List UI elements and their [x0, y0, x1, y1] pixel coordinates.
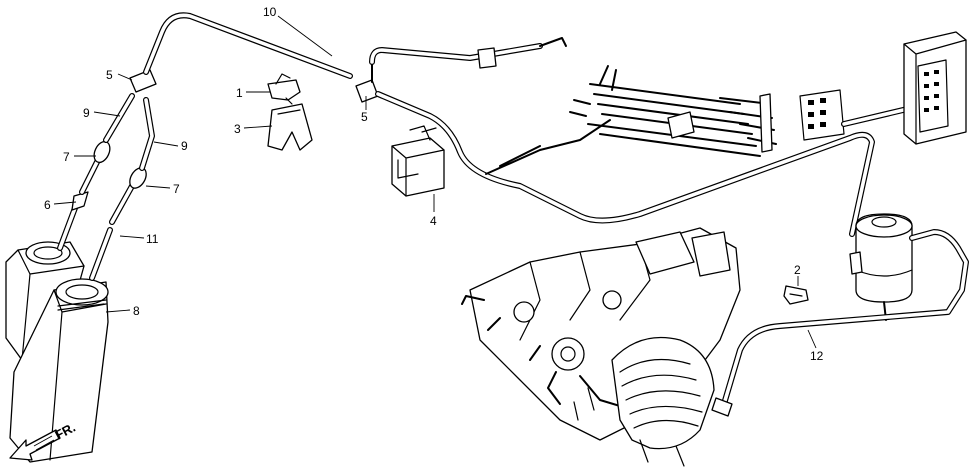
- callout-3: 3: [234, 122, 241, 136]
- callout-2: 2: [794, 263, 801, 277]
- callout-9b: 9: [181, 139, 188, 153]
- callout-7a: 7: [63, 150, 70, 164]
- callout-9a: 9: [83, 106, 90, 120]
- charcoal-canister: [5, 241, 109, 463]
- vacuum-tubes: [369, 37, 875, 237]
- callout-labels: 10 5 1 3 5 9 9 7 7 6 11 8 4 2 12: [44, 5, 824, 363]
- valve-part-4: [391, 125, 445, 197]
- canister-hoses: [57, 12, 353, 281]
- callout-11: 11: [146, 232, 159, 246]
- callout-5a: 5: [106, 68, 113, 82]
- throttle-body-assembly: [461, 227, 741, 467]
- callout-12: 12: [810, 349, 824, 363]
- callout-10: 10: [263, 5, 277, 19]
- clip-part-2: [783, 285, 809, 305]
- front-direction-arrow: FR.: [9, 420, 78, 461]
- bracket-part-3: [267, 103, 313, 151]
- callout-leaders: [53, 15, 817, 349]
- callout-4: 4: [430, 214, 437, 228]
- callout-6: 6: [44, 198, 51, 212]
- callout-5b: 5: [361, 110, 368, 124]
- callout-8: 8: [133, 304, 140, 318]
- callout-7b: 7: [173, 182, 180, 196]
- joint-part-5: [355, 59, 379, 103]
- firewall-connector: [903, 31, 967, 145]
- filter-canister: [711, 213, 969, 417]
- clip-part-1: [267, 73, 301, 105]
- wire-harness: [569, 65, 923, 157]
- callout-1: 1: [236, 86, 243, 100]
